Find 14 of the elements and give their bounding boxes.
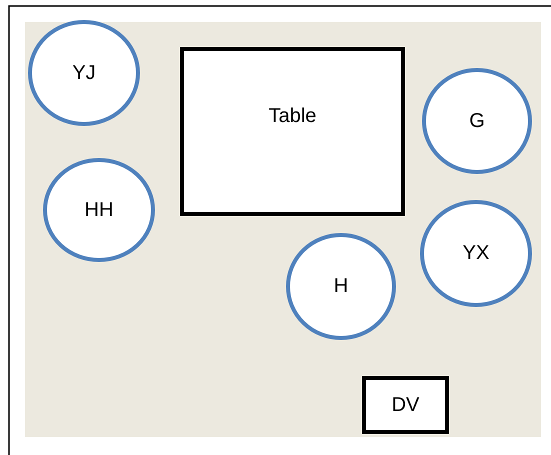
- circle-node: [286, 233, 396, 340]
- circle-node: [420, 200, 532, 307]
- node-label: HH: [84, 198, 114, 222]
- node-label: Table: [268, 105, 316, 128]
- node-label: YX: [462, 242, 490, 265]
- node-label: DV: [392, 394, 420, 416]
- circle-node: [422, 68, 532, 174]
- circle-node: [43, 158, 155, 262]
- node-label: G: [469, 110, 485, 132]
- rectangle-node: [362, 376, 449, 434]
- node-label: H: [334, 275, 348, 298]
- circle-node: [28, 20, 140, 126]
- rectangle-node: [180, 47, 405, 216]
- node-label: YJ: [72, 62, 96, 84]
